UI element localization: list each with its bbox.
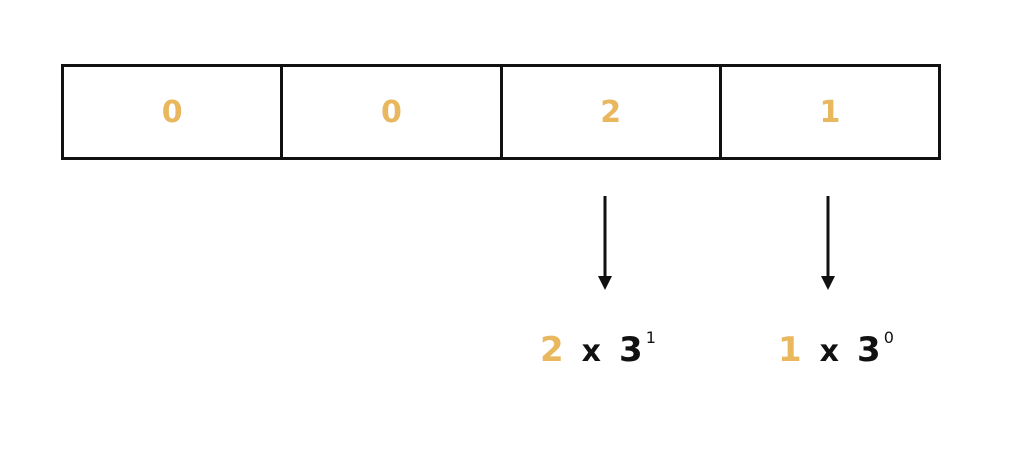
down-arrow-icon [821, 196, 835, 290]
array-cell: 2 [503, 67, 722, 157]
expression-digit: 2 [540, 330, 564, 370]
down-arrow-icon [598, 196, 612, 290]
expression-exponent: 1 [645, 328, 656, 347]
digit-array: 0 0 2 1 [61, 64, 941, 160]
place-value-expression: 1 x 3 0 [778, 328, 894, 380]
multiply-sign: x [581, 334, 602, 369]
array-cell: 1 [819, 94, 841, 130]
array-cell: 0 [64, 67, 284, 157]
array-cell: 0 [283, 67, 503, 157]
expression-exponent: 0 [883, 328, 894, 347]
multiply-sign: x [819, 334, 840, 369]
expression-base: 3 [619, 330, 643, 370]
expression-base: 3 [857, 330, 881, 370]
place-value-expression: 2 x 3 1 [540, 328, 656, 380]
expression-digit: 1 [778, 330, 802, 370]
